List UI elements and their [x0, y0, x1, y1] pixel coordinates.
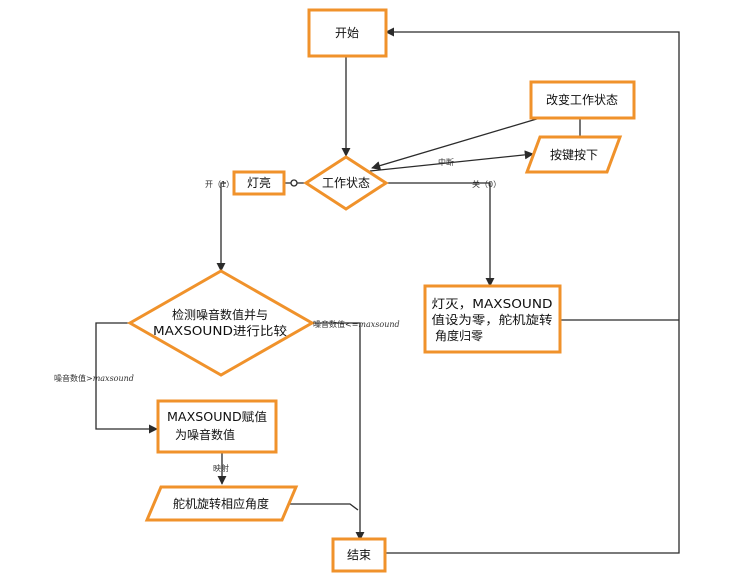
edge-label-off: 关（0） — [472, 179, 501, 189]
light-off-label-2: 值设为零，舵机旋转 — [432, 312, 553, 327]
servo-node — [144, 485, 299, 522]
light-on-node — [232, 170, 286, 196]
node-labels: 开始 改变工作状态 按键按下 工作状态 灯亮 灯灭，MAXSOUND 值设为零，… — [153, 26, 618, 562]
edge-junction-circle — [290, 179, 298, 187]
edge-label-on: 开（1） — [205, 180, 234, 189]
detect-label-2: MAXSOUND进行比较 — [153, 323, 287, 338]
edge-change-to-state — [371, 117, 541, 171]
edge-servo-to-end — [285, 503, 359, 511]
detect-label-1: 检测噪音数值并与 — [172, 307, 268, 322]
light-off-node — [423, 284, 562, 354]
assign-label-2: 为噪音数值 — [175, 427, 235, 442]
edge-end-to-start — [385, 27, 680, 554]
assign-label-1: MAXSOUND赋值 — [167, 409, 267, 424]
connectors — [95, 27, 680, 554]
edge-state-to-off — [386, 182, 495, 287]
key-press-node — [524, 135, 623, 174]
edge-label-le-prefix: 噪音数值<= — [313, 319, 358, 329]
edge-state-to-key — [369, 150, 534, 172]
change-state-label: 改变工作状态 — [546, 92, 618, 107]
start-node — [307, 8, 388, 58]
end-node — [331, 537, 387, 573]
nodes — [126, 8, 636, 573]
light-off-label-3: 角度归零 — [435, 328, 483, 343]
edge-on-to-detect — [216, 182, 226, 272]
light-off-label-1: 灯灭，MAXSOUND — [432, 297, 553, 311]
detect-node — [126, 269, 316, 377]
edge-detect-to-end — [312, 322, 365, 541]
work-state-node — [303, 155, 389, 211]
edge-label-gt-suffix: maxsound — [93, 374, 134, 383]
edge-label-map: 映射 — [213, 463, 229, 473]
edge-label-le-suffix: maxsound — [358, 320, 399, 329]
servo-label: 舵机旋转相应角度 — [173, 496, 269, 511]
assign-node — [156, 399, 278, 454]
edge-label-gt: 噪音数值>maxsound — [54, 373, 134, 383]
edge-label-gt-prefix: 噪音数值> — [54, 373, 93, 383]
change-state-node — [529, 80, 636, 120]
work-state-label: 工作状态 — [322, 176, 370, 190]
edge-label-le: 噪音数值<=maxsound — [313, 319, 400, 329]
start-label: 开始 — [335, 26, 359, 40]
edge-detect-to-assign — [95, 322, 158, 434]
edge-label-interrupt: 中断 — [438, 157, 454, 167]
edge-labels: 中断 开（1） 关（0） 噪音数值<=maxsound 噪音数值>maxsoun… — [54, 157, 501, 473]
key-press-label: 按键按下 — [550, 148, 598, 162]
end-label: 结束 — [347, 548, 371, 562]
light-on-label: 灯亮 — [247, 175, 271, 190]
